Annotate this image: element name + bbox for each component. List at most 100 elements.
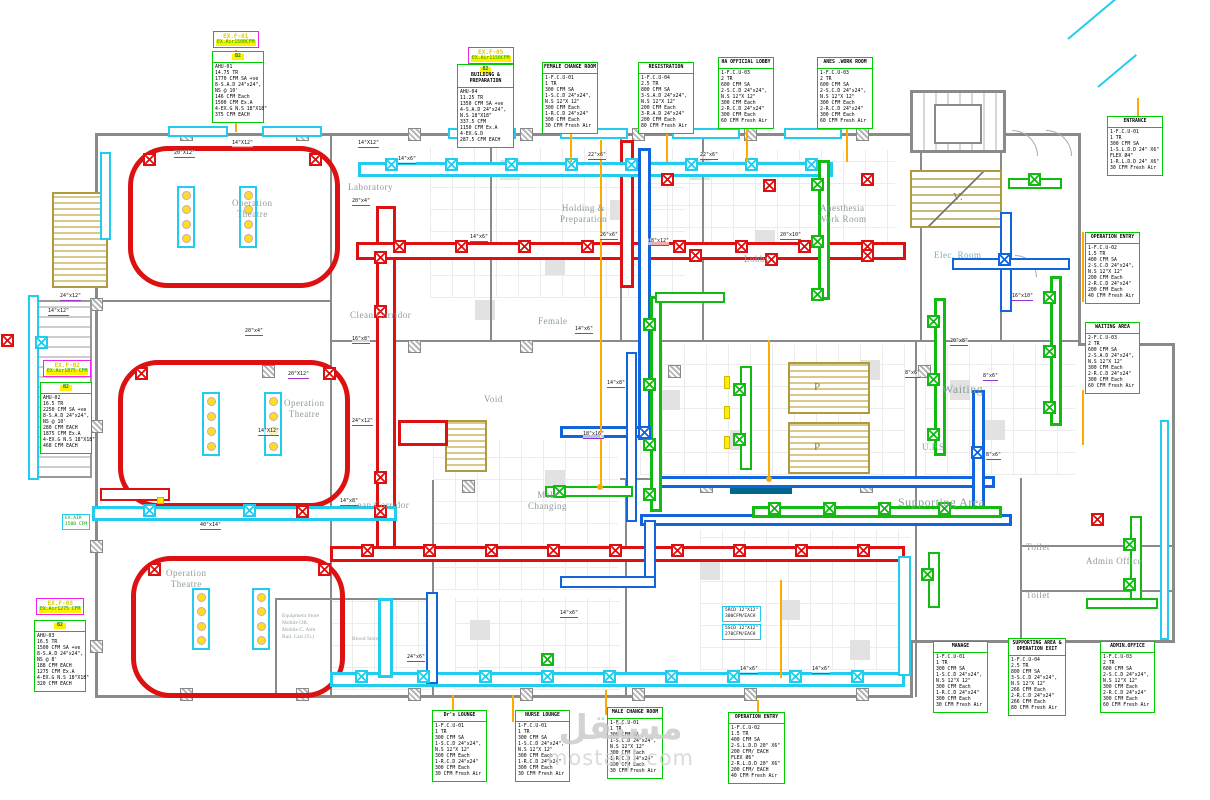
wall-vertical <box>95 133 98 698</box>
diffuser <box>661 173 674 186</box>
duct-size-label: 20"X12" <box>288 371 310 379</box>
annotation-title: B2 <box>35 621 85 632</box>
diffuser <box>625 158 638 171</box>
duct-segment <box>655 292 725 303</box>
diffuser <box>553 485 566 498</box>
duct-size-label: 14"x6" <box>812 666 831 674</box>
shade-cell <box>780 600 800 620</box>
slot-lamp <box>243 190 253 200</box>
leader-line <box>452 695 454 722</box>
diffuser <box>541 653 554 666</box>
diffuser <box>547 544 560 557</box>
diffuser <box>765 253 778 266</box>
slot-lamp <box>268 442 278 451</box>
slot-lamp <box>206 442 216 451</box>
diffuser <box>643 378 656 391</box>
diffuser <box>361 544 374 557</box>
duct-segment <box>100 152 111 240</box>
diffuser <box>1091 513 1104 526</box>
column <box>744 688 757 701</box>
diffuser <box>485 544 498 557</box>
exf-id: EX.F-03 <box>47 600 73 607</box>
slot-diffuser-bank <box>177 186 195 248</box>
yellow-mark <box>724 436 730 449</box>
wall-vertical <box>920 135 922 342</box>
diffuser <box>857 544 870 557</box>
room-label: Clean Corridor <box>350 310 412 320</box>
diffuser <box>1043 291 1056 304</box>
duct-size-label: 40"x14" <box>200 522 222 530</box>
wall-horizontal <box>95 300 332 302</box>
diffuser <box>971 446 984 459</box>
duct-segment <box>398 420 448 446</box>
diffuser <box>374 471 387 484</box>
annotation-title: ANES .WORK ROOM <box>818 58 872 69</box>
diffuser <box>385 158 398 171</box>
diffuser <box>921 568 934 581</box>
shade-cell <box>985 420 1005 440</box>
diffuser <box>148 563 161 576</box>
duct-size-label: 14"x6" <box>560 610 579 618</box>
yellow-mark <box>724 406 730 419</box>
leader-line <box>1082 232 1084 302</box>
leader-line <box>1082 390 1084 445</box>
duct-size-label: 24"x12" <box>352 418 374 426</box>
duct-size-label: 20"x8" <box>950 338 969 346</box>
diffuser <box>805 158 818 171</box>
slot-lamp <box>256 636 266 646</box>
leader-line <box>780 580 782 678</box>
diffuser <box>811 235 824 248</box>
room-label: P <box>814 381 821 393</box>
room-label: Void <box>484 394 503 404</box>
exf-id: EX.F-01 <box>223 33 249 40</box>
slot-lamp <box>256 621 266 631</box>
diffuser <box>733 433 746 446</box>
diffuser <box>393 240 406 253</box>
diffuser <box>143 153 156 166</box>
duct-size-label: 20"x10" <box>780 232 802 240</box>
wall-horizontal <box>1020 545 1172 547</box>
room-label: Male Changing <box>528 490 567 511</box>
leader-dot <box>766 476 772 482</box>
duct-segment <box>1160 420 1169 640</box>
duct-segment <box>378 598 393 678</box>
room-label: P <box>814 441 821 453</box>
duct-size-label: 14"x6" <box>398 156 417 164</box>
exf-id: EX.F-02 <box>54 362 80 369</box>
annotation-title: WAITING AREA <box>1086 323 1139 334</box>
diffuser <box>243 504 256 517</box>
diffuser <box>417 670 430 683</box>
column <box>520 340 533 353</box>
wall-horizontal <box>275 598 433 600</box>
room-label: Toilet <box>1026 590 1050 600</box>
diffuser <box>1028 173 1041 186</box>
yellow-mark <box>157 497 164 504</box>
leader-line <box>605 690 607 715</box>
room-label: Operation Theatre <box>284 398 325 419</box>
duct-size-label: 22"x6" <box>700 152 719 160</box>
duct-size-label: 8"x6" <box>983 373 999 381</box>
shade-cell <box>700 560 720 580</box>
annotation-title: NURSE LOUNGE <box>516 711 569 722</box>
duct-segment <box>560 576 656 588</box>
diffuser <box>789 670 802 683</box>
equipment-bed <box>788 362 870 414</box>
diffuser <box>518 240 531 253</box>
leader-line <box>512 695 514 722</box>
room-label: Elec. Room <box>934 250 982 260</box>
diffuser <box>823 502 836 515</box>
diffuser <box>638 426 651 439</box>
room-label: Toilet <box>1026 542 1050 552</box>
leader-line <box>666 131 668 162</box>
